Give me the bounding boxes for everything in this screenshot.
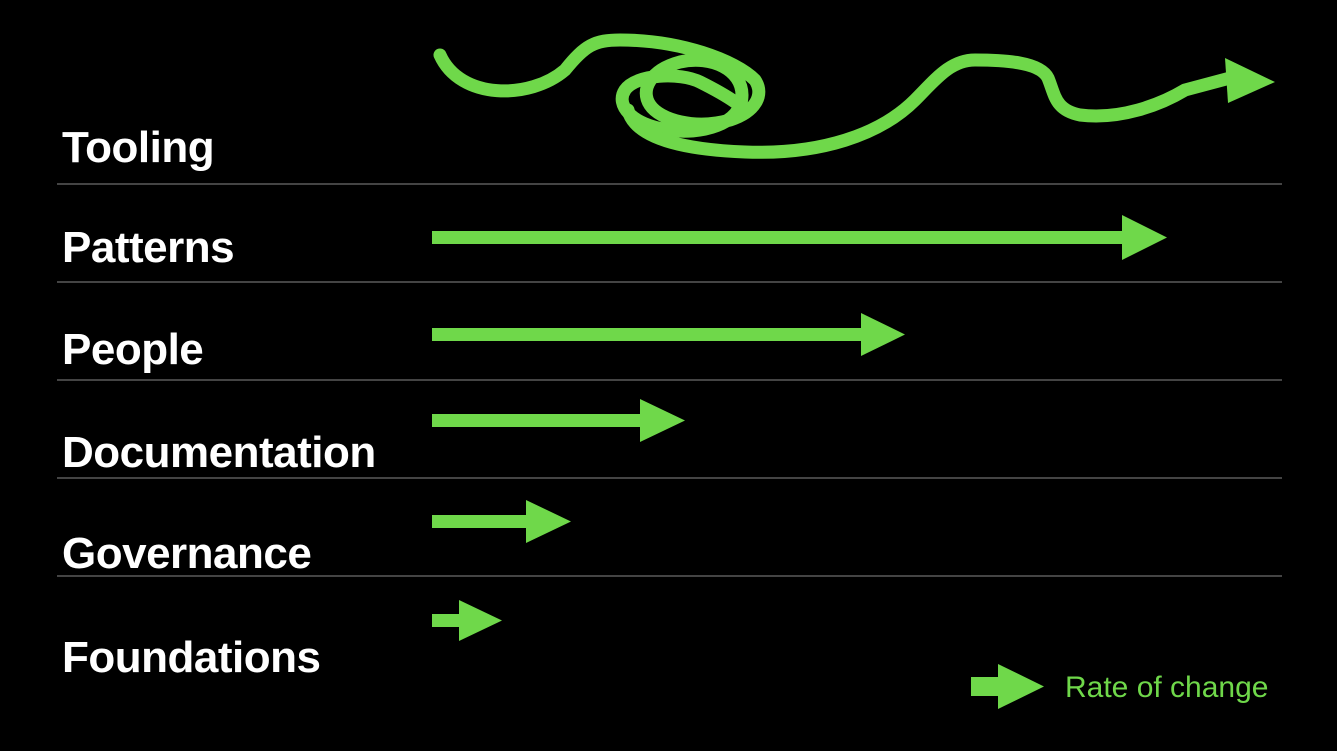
row-label-people: People xyxy=(62,325,203,374)
row-label-governance: Governance xyxy=(62,529,311,578)
tooling-arrow xyxy=(433,33,1275,159)
arrow-right-icon xyxy=(971,664,1044,709)
people-arrow xyxy=(432,313,905,356)
legend-label: Rate of change xyxy=(1065,671,1268,704)
patterns-arrow xyxy=(432,215,1167,260)
foundations-arrow xyxy=(432,600,502,641)
row-label-foundations: Foundations xyxy=(62,633,320,682)
row-label-tooling: Tooling xyxy=(62,123,214,172)
documentation-arrow xyxy=(432,399,685,442)
governance-arrow xyxy=(432,500,571,543)
legend: Rate of change xyxy=(971,664,1268,709)
row-label-documentation: Documentation xyxy=(62,428,376,477)
row-label-patterns: Patterns xyxy=(62,223,234,272)
